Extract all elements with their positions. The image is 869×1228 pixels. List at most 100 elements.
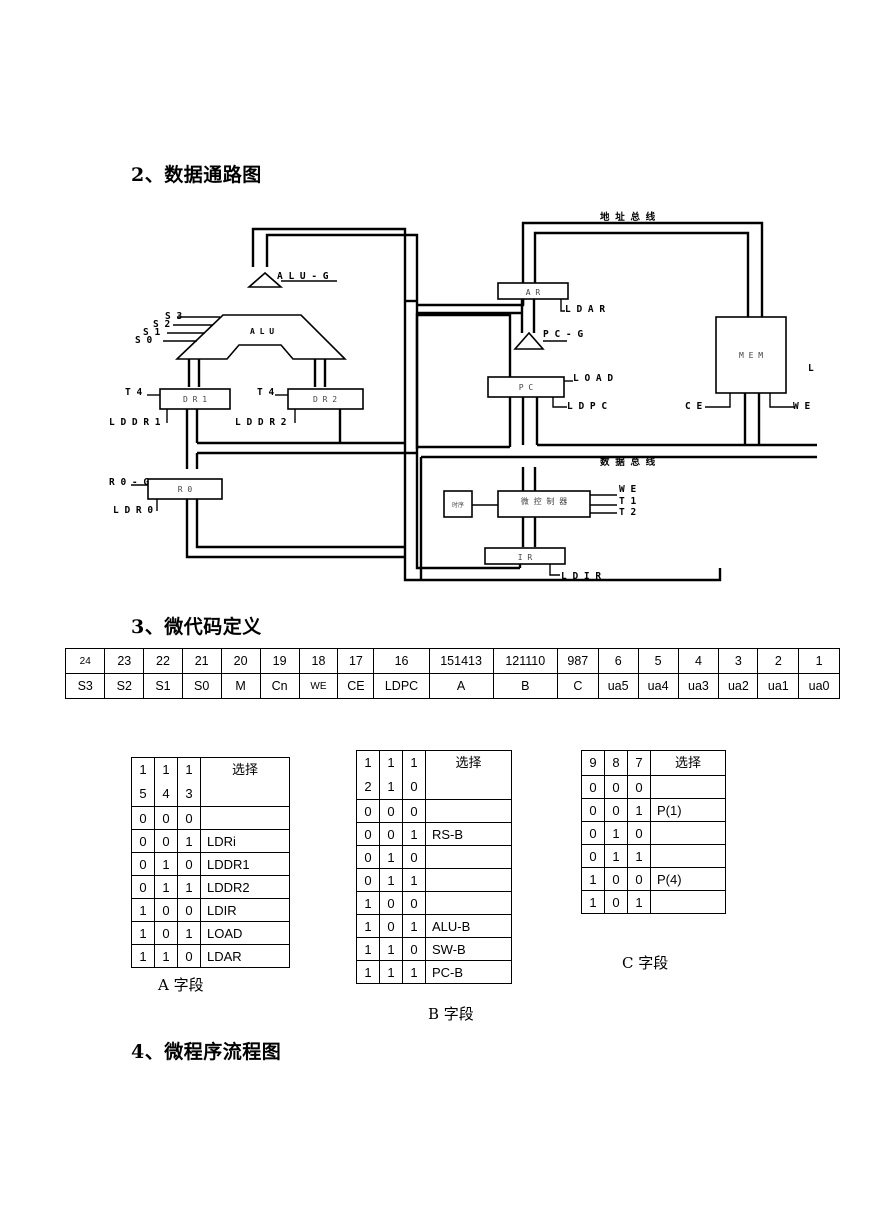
ir-register <box>484 547 566 565</box>
t1-label: T 1 <box>619 496 636 507</box>
field-cell <box>650 775 726 799</box>
address-bus-inner <box>533 231 750 317</box>
field-cell: 0 <box>604 867 628 891</box>
microcode-field-cell: ua0 <box>798 673 840 699</box>
address-bus-label: 地 址 总 线 <box>600 211 656 223</box>
pc-g-label: P C - G <box>543 329 583 340</box>
microcode-bit-cell: 18 <box>298 648 339 674</box>
field-cell: 1 <box>154 852 178 876</box>
field-cell: 0 <box>356 799 380 823</box>
field-cell: LDRi <box>200 829 290 853</box>
field-cell: SW-B <box>425 937 512 961</box>
r0-return-wire-inner <box>195 495 405 549</box>
field-cell: 1 <box>356 914 380 938</box>
field-cell <box>650 890 726 914</box>
microcode-field-cell: ua4 <box>637 673 679 699</box>
microcode-field-cell: C <box>556 673 599 699</box>
section-heading-datapath: 2、数据通路图 <box>131 164 262 186</box>
field-cell: 1 <box>177 875 201 899</box>
field-cell: 0 <box>177 944 201 968</box>
field-cell: 1 <box>154 875 178 899</box>
field-cell: 0 <box>627 775 651 799</box>
r0-register <box>147 478 223 500</box>
field-cell: 1 <box>356 937 380 961</box>
field-cell: 0 <box>379 891 403 915</box>
we-mem-label: W E <box>793 401 810 412</box>
field-cell: P(4) <box>650 867 726 891</box>
microcode-field-cell: A <box>428 673 494 699</box>
field-cell: 0 <box>604 798 628 822</box>
field-cell: 0 <box>177 898 201 922</box>
field-cell: 0 <box>402 937 426 961</box>
dr1-label: D R 1 <box>183 395 207 404</box>
field-cell <box>650 844 726 868</box>
s1-label: S 1 <box>143 327 160 338</box>
field-cell: 0 <box>154 921 178 945</box>
field-cell: 1 <box>131 921 155 945</box>
l-label: L <box>808 363 814 374</box>
center-bus <box>417 313 512 447</box>
field-header-cell: 1 0 <box>402 750 426 800</box>
field-cell: 1 <box>402 960 426 984</box>
field-cell: 0 <box>177 852 201 876</box>
microcode-bit-cell: 2 <box>757 648 800 674</box>
dr1-register <box>159 388 231 410</box>
timing-block <box>443 490 473 518</box>
field-cell: 1 <box>379 845 403 869</box>
alu-output-bus-left <box>251 227 722 582</box>
ldr0-label: L D R 0 <box>113 505 153 516</box>
microcode-field-cell: Cn <box>259 673 300 699</box>
microcode-bit-cell: 3 <box>718 648 759 674</box>
dr2-register <box>287 388 364 410</box>
datapath-diagram: 地 址 总 线 数 据 总 线 A L U - G S 3 S 2 S 1 S … <box>109 211 817 582</box>
field-cell <box>650 821 726 845</box>
field-header-cell: 选择 <box>650 750 726 776</box>
microcode-bit-cell: 16 <box>373 648 430 674</box>
field-cell: 1 <box>402 822 426 846</box>
s3-label: S 3 <box>165 311 182 322</box>
ar-label: A R <box>526 288 541 297</box>
alu-g-label: A L U - G <box>277 271 329 282</box>
field-cell: 0 <box>379 914 403 938</box>
t2-label: T 2 <box>619 507 636 518</box>
ldir-label: L D I R <box>561 571 601 582</box>
wire <box>769 393 795 408</box>
field-cell: 1 <box>581 890 605 914</box>
microcode-bit-cell: 23 <box>104 648 145 674</box>
t4-label-a: T 4 <box>125 387 142 398</box>
field-cell: 1 <box>379 960 403 984</box>
microcode-field-cell: CE <box>337 673 375 699</box>
field-cell: 1 <box>379 937 403 961</box>
s0-label: S 0 <box>135 335 152 346</box>
field-cell: 1 <box>177 921 201 945</box>
microcode-bit-cell: 151413 <box>428 648 494 674</box>
pc-label: P C <box>519 383 534 392</box>
field-cell: 0 <box>154 898 178 922</box>
field-header-cell: 1 4 <box>154 757 178 807</box>
field-header-cell: 1 2 <box>356 750 380 800</box>
microcode-field-cell: S3 <box>64 673 106 699</box>
field-cell: 0 <box>402 845 426 869</box>
alu-label: A L U <box>250 327 274 336</box>
section-heading-microcode: 3、微代码定义 <box>131 616 262 638</box>
field-cell: 0 <box>581 821 605 845</box>
field-cell: 0 <box>627 821 651 845</box>
field-cell: 1 <box>177 829 201 853</box>
field-cell: 0 <box>379 799 403 823</box>
